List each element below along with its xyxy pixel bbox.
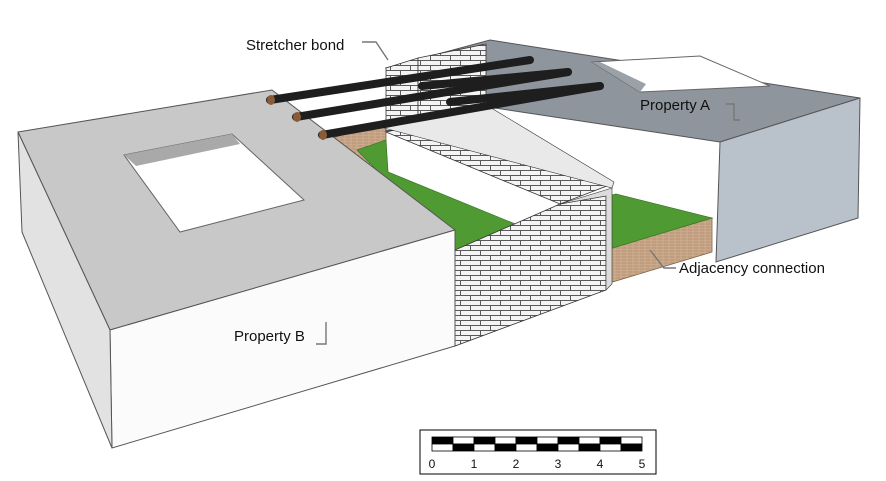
joist-4 [418,68,572,90]
scale-bar-segment [452,436,475,445]
label-property-b: Property B [234,328,305,345]
scale-bar-segment [578,436,601,445]
property-b-skylight-shaft [124,134,240,166]
scale-bar: 0 1 2 3 4 5 [419,429,657,475]
scale-bar-segment [599,443,622,452]
property-b-side [17,131,113,449]
scale-bar-segment [557,443,580,452]
scale-bar-segment [557,436,580,445]
scale-bar-segment [473,436,496,445]
scale-bar-segment [494,443,517,452]
label-stretcher-bond: Stretcher bond [246,37,344,54]
leader-property-a [726,103,740,121]
scale-bar-segment [620,443,643,452]
joist-end-1 [267,95,275,105]
leader-property-b [316,322,327,345]
scale-tick-4: 4 [597,457,604,471]
scale-tick-5: 5 [639,457,646,471]
scale-tick-1: 1 [471,457,478,471]
brick-wall-end [559,187,613,291]
label-property-a: Property A [640,97,710,114]
roof-joists [266,56,604,140]
property-b-block [17,89,457,449]
joist-end-2 [293,112,301,122]
scale-bar-segment [536,436,559,445]
scale-bar-segment [452,443,475,452]
scale-bar-segment [515,443,538,452]
leader-stretcher-bond [362,41,389,61]
property-a-side [715,97,861,263]
property-a-skylight-shaft [592,62,646,92]
scale-bar-segments [431,436,643,452]
label-adjacency-connection: Adjacency connection [679,260,825,277]
joist-1 [266,56,534,104]
scale-bar-segment [494,436,517,445]
scale-bar-segment [620,436,643,445]
scale-bar-segment [473,443,496,452]
scale-bar-segment [536,443,559,452]
joist-end-3 [319,130,327,140]
scale-bar-segment [431,436,454,445]
stretcher-bond-wall [383,43,615,347]
scale-tick-2: 2 [513,457,520,471]
scale-bar-segment [431,443,454,452]
joist-5 [446,82,604,106]
scale-bar-segment [599,436,622,445]
scale-tick-3: 3 [555,457,562,471]
scale-bar-segment [578,443,601,452]
leader-adjacency-connection [649,249,676,269]
scale-tick-0: 0 [429,457,436,471]
scale-bar-segment [515,436,538,445]
